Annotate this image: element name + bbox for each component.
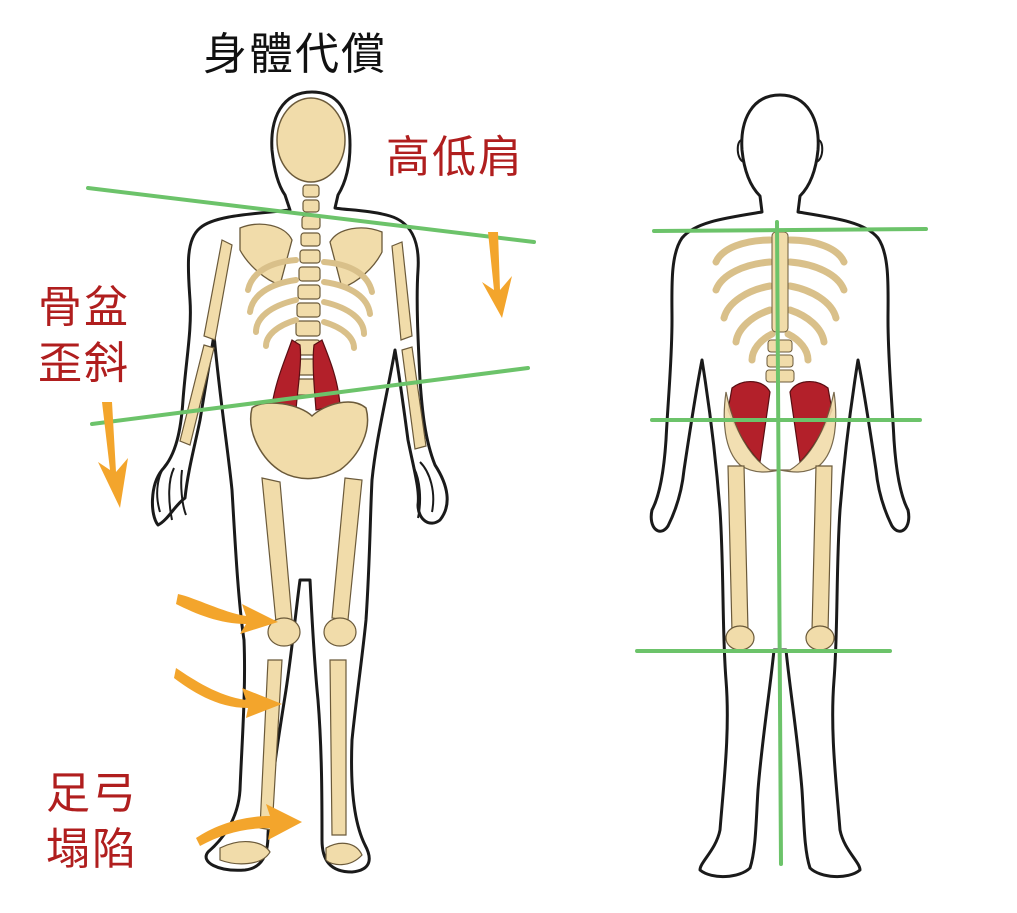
shoulder-down-arrow-icon	[482, 232, 512, 318]
pelvis-down-arrow-icon	[98, 402, 128, 508]
right-ribs	[712, 236, 848, 364]
left-hand-l	[156, 461, 187, 521]
label-fallen-arch: 足弓 塌陷	[46, 766, 138, 878]
left-shoulder-line	[86, 186, 536, 244]
knee-arrow-upper-icon	[176, 594, 278, 634]
right-midline	[775, 220, 783, 866]
foot-arrow-icon	[196, 804, 302, 846]
right-leg-bones	[725, 465, 835, 651]
left-leg-bones	[219, 477, 363, 866]
label-pelvic-tilt: 骨盆 歪斜	[38, 280, 130, 392]
label-arch-line1: 足弓	[46, 768, 138, 819]
left-figure	[151, 90, 449, 874]
right-ear-r	[815, 139, 824, 163]
left-pelvis-line	[90, 366, 530, 426]
left-body-outline	[151, 90, 449, 874]
right-pelvis	[723, 391, 837, 473]
label-high-low-shoulder: 高低肩	[386, 130, 524, 186]
label-pelvis-line2: 歪斜	[38, 338, 130, 389]
right-lumbar	[765, 339, 795, 383]
left-pelvis	[250, 401, 369, 480]
right-sternum	[771, 231, 789, 333]
knee-arrow-lower-icon	[174, 668, 282, 718]
label-shoulder-text: 高低肩	[386, 132, 524, 183]
right-shoulder-line	[652, 227, 928, 233]
page-title: 身體代償	[203, 29, 387, 80]
label-pelvis-line1: 骨盆	[38, 282, 130, 333]
label-arch-line2: 塌陷	[46, 824, 138, 875]
left-hand-r	[413, 461, 435, 519]
left-arm-bones	[179, 239, 427, 450]
right-ear-l	[736, 139, 745, 163]
left-skull	[276, 97, 346, 183]
guide-lines	[86, 186, 928, 866]
arrows	[98, 232, 512, 846]
left-ribs	[245, 257, 375, 351]
